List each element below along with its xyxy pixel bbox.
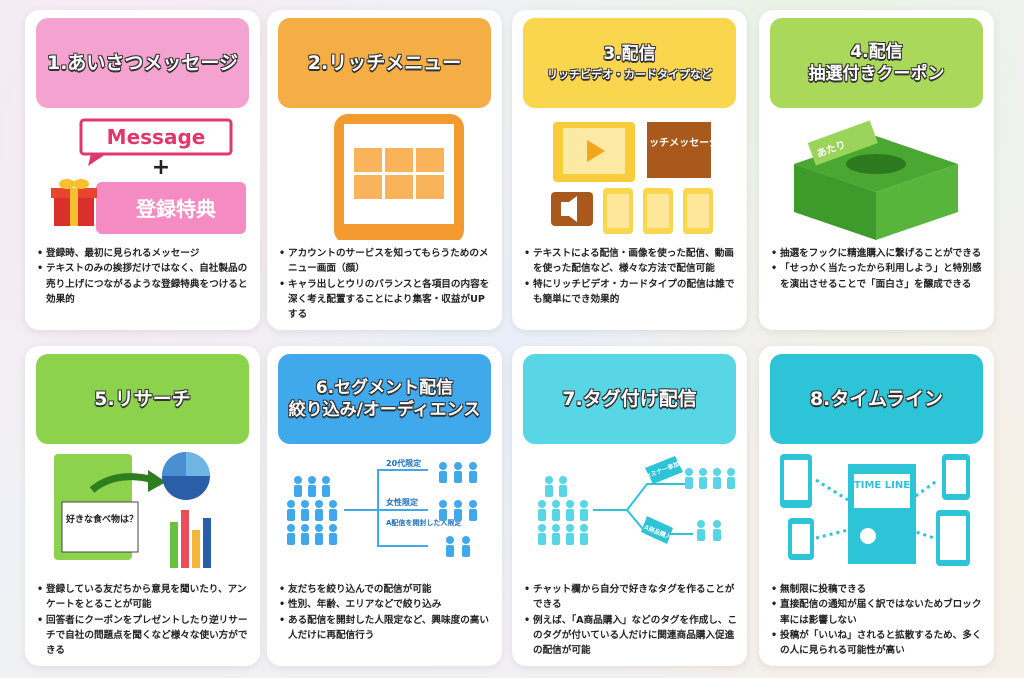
bullet-list: アカウントのサービスを知ってもらうためのメニュー画面（顔） キャラ出しとウリのバ… (279, 246, 493, 322)
segment-label: 女性限定 (386, 497, 418, 507)
card-title: 5.リサーチ (94, 388, 191, 410)
bullet-item: チャット欄から自分で好きなタグを作ることができる (524, 582, 738, 613)
video-icon (553, 122, 635, 182)
rich-message-label: リッチメッセージ (639, 137, 719, 149)
people-group-icon (439, 462, 477, 557)
card-header: 2.リッチメニュー (278, 18, 491, 108)
card-timeline: 8.タイムライン TIME LINE 無制限に投稿できる 直接配信の通知が届く訳… (759, 346, 994, 666)
people-group-icon (538, 476, 588, 545)
bullet-item: ある配信を開封した人限定など、興味度の高い人だけに再配信行う (279, 613, 493, 644)
arrow-icon (593, 483, 693, 535)
people-group-icon (685, 468, 735, 541)
card-subtitle: リッチビデオ・カードタイプなど (547, 68, 712, 81)
card-header: 6.セグメント配信 絞り込み/オーディエンス (278, 354, 491, 444)
tag-illustration: セミナー参加 A商品購入 (538, 456, 735, 545)
lottery-box-illustration: あたり (794, 120, 958, 240)
card-rich-menu: 2.リッチメニュー アカウントのサービスを知ってもらうためのメニュー画面（顔） … (267, 10, 502, 330)
bar-chart-icon (170, 510, 211, 568)
arrow-icon (344, 469, 428, 547)
gift-icon (51, 179, 97, 226)
research-illustration: 好きな食べ物は？ (54, 452, 211, 568)
connector-line (815, 478, 939, 540)
bullet-item: キャラ出しとウリのバランスと各項目の内容を深く考え配置することにより集客・収益が… (279, 277, 493, 323)
message-label: Message (107, 125, 206, 149)
card-greeting-message: 1.あいさつメッセージ Message + 登録特典 登録時、最初に見られるメッ… (25, 10, 260, 330)
card-subtitle: 抽選付きクーポン (808, 64, 945, 84)
bullet-item: アカウントのサービスを知ってもらうためのメニュー画面（顔） (279, 246, 493, 277)
tag-icon: セミナー参加 (644, 456, 683, 484)
speaker-icon (551, 192, 593, 226)
card-title: 2.リッチメニュー (307, 52, 462, 74)
card-title: 3.配信 (603, 44, 656, 64)
bullet-list: 友だちを絞り込んでの配信が可能 性別、年齢、エリアなどで絞り込み ある配信を開封… (279, 582, 493, 643)
message-bubble-icon (79, 118, 233, 156)
bullet-list: 抽選をフックに精進購入に繋げることができる 「せっかく当たったから利用しよう」と… (771, 246, 985, 292)
bullet-list: 登録している友だちから意見を聞いたり、アンケートをとることが可能 回答者にクーポ… (37, 582, 251, 658)
card-lottery-coupon: 4.配信 抽選付きクーポン あたり 抽選をフックに精進購入に繋げることができる … (759, 10, 994, 330)
bullet-item: 「せっかく当たったから利用しよう」と特別感を演出させることで「面白さ」を醸成でき… (771, 261, 985, 292)
bullet-item: 直接配信の通知が届く訳ではないためブロック率には影響しない (771, 597, 985, 628)
bullet-item: 登録している友だちから意見を聞いたり、アンケートをとることが可能 (37, 582, 251, 613)
card-header: 3.配信 リッチビデオ・カードタイプなど (523, 18, 736, 108)
card-title: 4.配信 (850, 42, 903, 62)
card-header: 8.タイムライン (770, 354, 983, 444)
rich-message-box (647, 122, 711, 178)
plus-label: + (152, 155, 170, 180)
bullet-list: テキストによる配信・画像を使った配信、動画を使った配信など、様々な方法で配信可能… (524, 246, 738, 307)
bullet-list: 登録時、最初に見られるメッセージ テキストのみの挨拶だけではなく、自社製品の売り… (37, 246, 251, 307)
smartphone-icon (334, 114, 464, 240)
card-research: 5.リサーチ 好きな食べ物は？ 登録している友だちから意見を聞いたり、アンケート… (25, 346, 260, 666)
card-title: 1.あいさつメッセージ (46, 52, 239, 74)
bullet-item: 回答者にクーポンをプレゼントしたり逆リサーチで自社の問題点を聞くなど様々な使い方… (37, 613, 251, 659)
arrow-icon (89, 473, 155, 493)
greeting-illustration: Message + 登録特典 (51, 118, 246, 234)
bullet-item: 特にリッチビデオ・カードタイプの配信は誰でも簡単にでき効果的 (524, 277, 738, 308)
segment-label: A配信を開封した人限定 (386, 518, 461, 527)
bonus-box (96, 182, 246, 234)
ticket-icon: あたり (807, 120, 878, 166)
pie-chart-icon (162, 452, 210, 500)
timeline-label: TIME LINE (854, 480, 910, 491)
bullet-list: チャット欄から自分で好きなタグを作ることができる 例えば、「A商品購入」などのタ… (524, 582, 738, 658)
bullet-item: 例えば、「A商品購入」などのタグを作成し、このタグが付いている人だけに関連商品購… (524, 613, 738, 659)
bullet-item: 登録時、最初に見られるメッセージ (37, 246, 251, 262)
card-header: 7.タグ付け配信 (523, 354, 736, 444)
card-title: 7.タグ付け配信 (562, 388, 697, 410)
card-header: 5.リサーチ (36, 354, 249, 444)
smile-icon (860, 528, 876, 544)
card-header: 4.配信 抽選付きクーポン (770, 18, 983, 108)
card-header: 1.あいさつメッセージ (36, 18, 249, 108)
segment-label: 20代限定 (386, 458, 421, 468)
bullet-item: 投稿が「いいね」されると拡散するため、多くの人に見られる可能性が高い (771, 628, 985, 659)
card-segment-delivery: 6.セグメント配信 絞り込み/オーディエンス 20代限定 女性限定 A配信を開封… (267, 346, 502, 666)
segment-illustration: 20代限定 女性限定 A配信を開封した人限定 (287, 458, 477, 557)
card-title: 8.タイムライン (809, 388, 944, 410)
question-label: 好きな食べ物は？ (65, 513, 138, 525)
bullet-item: 抽選をフックに精進購入に繋げることができる (771, 246, 985, 262)
bullet-item: テキストのみの挨拶だけではなく、自社製品の売り上げにつながるような登録特典をつけ… (37, 261, 251, 307)
delivery-illustration: リッチメッセージ (551, 122, 719, 234)
card-delivery-rich-video: 3.配信 リッチビデオ・カードタイプなど リッチメッセージ テキストによる配信・… (512, 10, 747, 330)
people-group-icon (287, 476, 337, 545)
bullet-item: 性別、年齢、エリアなどで絞り込み (279, 597, 493, 613)
bullet-item: 友だちを絞り込んでの配信が可能 (279, 582, 493, 598)
bonus-label: 登録特典 (135, 197, 216, 221)
card-tag-delivery: 7.タグ付け配信 セミナー参加 A商品購入 (512, 346, 747, 666)
bullet-list: 無制限に投稿できる 直接配信の通知が届く訳ではないためブロック率には影響しない … (771, 582, 985, 658)
card-title: 6.セグメント配信 (315, 378, 454, 398)
bullet-item: 無制限に投稿できる (771, 582, 985, 598)
bullet-item: テキストによる配信・画像を使った配信、動画を使った配信など、様々な方法で配信可能 (524, 246, 738, 277)
smartphone-menu-illustration (334, 114, 464, 240)
timeline-illustration: TIME LINE (780, 454, 970, 566)
card-subtitle: 絞り込み/オーディエンス (288, 400, 481, 420)
tag-icon: A商品購入 (641, 516, 673, 544)
